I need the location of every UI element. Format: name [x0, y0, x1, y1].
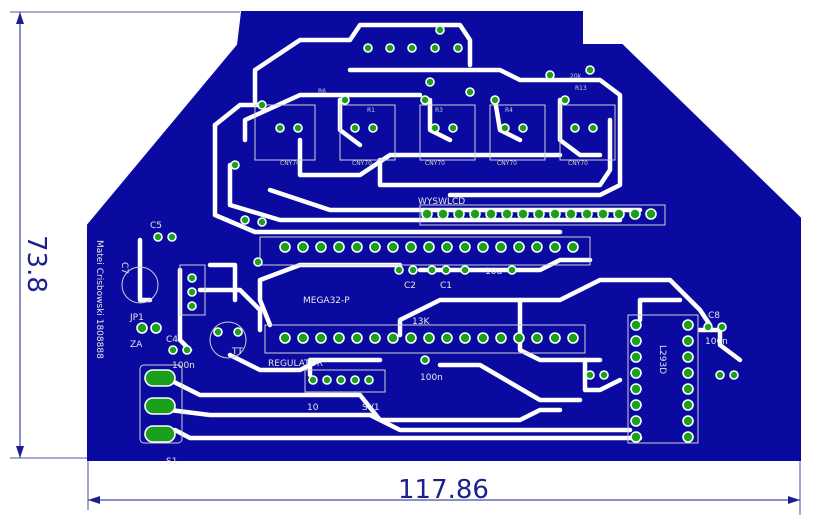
label-r1: R1 — [367, 107, 375, 114]
width-dimension: 117.86 — [87, 440, 801, 515]
lcd-header-pads — [421, 208, 657, 220]
label-100n-mid: 100n — [420, 373, 443, 383]
label-10: 10 — [307, 403, 319, 413]
label-r13: R13 — [575, 85, 587, 92]
upper-chip-pads — [279, 241, 579, 253]
traces — [137, 22, 743, 441]
label-r6: R6 — [318, 88, 326, 95]
label-cny70-a: CNY70 — [280, 160, 300, 167]
label-sv1: SV1 — [362, 403, 380, 413]
label-100n-right: 100n — [705, 337, 728, 347]
height-label: 73.8 — [21, 235, 51, 293]
label-cny70-c: CNY70 — [425, 160, 445, 167]
label-c2: C2 — [404, 281, 416, 291]
label-20k: 20k — [570, 73, 582, 80]
label-tt: TT — [231, 347, 243, 357]
switch-pads — [144, 369, 176, 443]
label-jp1: JP1 — [129, 313, 144, 323]
label-c1: C1 — [440, 281, 452, 291]
label-r3: R3 — [435, 107, 443, 114]
label-s1: S1 — [166, 457, 177, 467]
pads — [136, 25, 739, 443]
label-13k: 13K — [412, 317, 430, 327]
label-regulator: REGULATOR — [268, 359, 323, 369]
label-l293d: L293D — [657, 345, 667, 374]
driver-chip-pads — [630, 319, 694, 443]
label-cny70-e: CNY70 — [568, 160, 588, 167]
lower-chip-pads — [279, 332, 579, 344]
label-r4: R4 — [505, 107, 513, 114]
label-c8: C8 — [708, 311, 720, 321]
label-10u: 10u — [485, 267, 502, 277]
board-title: Matei Crisbowski 1808888 — [94, 240, 104, 359]
width-label: 117.86 — [398, 475, 489, 505]
label-c4: C4 — [166, 335, 178, 345]
label-za: ZA — [130, 340, 143, 350]
label-100n-left: 100n — [172, 361, 195, 371]
silkscreen-outlines — [121, 104, 699, 444]
label-mega: MEGA32-P — [303, 296, 350, 306]
silkscreen-text: Matei Crisbowski 1808888 C5 C7 JP1 ZA C4… — [94, 73, 728, 467]
label-c5: C5 — [150, 221, 162, 231]
label-c7: C7 — [119, 262, 129, 274]
height-dimension: 73.8 — [10, 11, 240, 459]
label-wyswlcd: WYSWLCD — [418, 197, 465, 207]
misc-pads — [136, 25, 739, 385]
label-cny70-d: CNY70 — [497, 160, 517, 167]
label-cny70-b: CNY70 — [352, 160, 372, 167]
